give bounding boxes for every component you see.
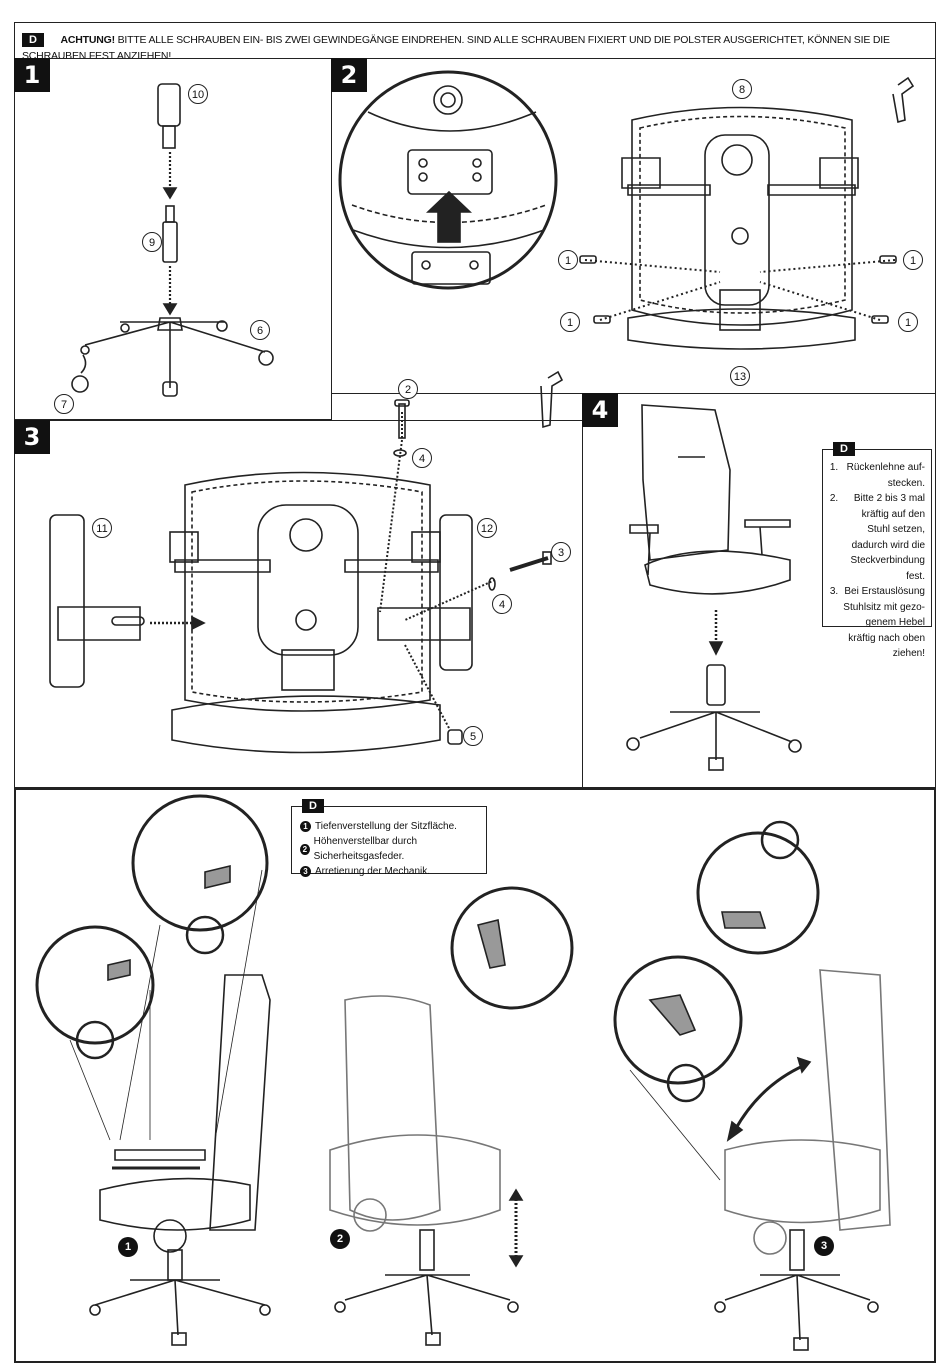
part-1-a: 1 — [558, 250, 578, 270]
step-1-number: 1 — [14, 58, 50, 92]
part-7: 7 — [54, 394, 74, 414]
function-3-item: 3 Arretierung der Mechanik. — [300, 864, 486, 879]
part-10: 10 — [188, 84, 208, 104]
part-8: 8 — [732, 79, 752, 99]
part-2: 2 — [398, 379, 418, 399]
function-2-text: Höhenverstellbar durch Sicherheitsgasfed… — [313, 836, 418, 862]
function-3-bullet: 3 — [300, 866, 311, 877]
step-4-illustration — [626, 404, 802, 771]
part-9: 9 — [142, 232, 162, 252]
step-2-number: 2 — [331, 58, 367, 92]
part-11: 11 — [92, 518, 112, 538]
function-2-bullet: 2 — [300, 843, 310, 855]
part-1-c: 1 — [560, 312, 580, 332]
part-1-b: 1 — [903, 250, 923, 270]
function-2-marker: 2 — [330, 1229, 350, 1249]
part-4-a: 4 — [412, 448, 432, 468]
part-3: 3 — [551, 542, 571, 562]
step-4-number: 4 — [582, 393, 618, 427]
instruction-3: Bei Erstauslösung Stuhlsitz mit gezo-gen… — [841, 584, 931, 662]
function-3-text: Arretierung der Mechanik. — [315, 866, 431, 877]
part-4-b: 4 — [492, 594, 512, 614]
function-illustrations — [35, 794, 891, 1351]
instruction-1: Rückenlehne auf-stecken. — [841, 460, 931, 491]
part-6: 6 — [250, 320, 270, 340]
step-2-illustration — [338, 70, 915, 350]
function-1-item: 1 Tiefenverstellung der Sitzfläche. — [300, 819, 486, 834]
function-3-marker: 3 — [814, 1236, 834, 1256]
part-5: 5 — [463, 726, 483, 746]
language-tag: D — [833, 442, 855, 456]
warning-label: ACHTUNG! — [60, 34, 115, 46]
function-1-marker: 1 — [118, 1237, 138, 1257]
function-1-text: Tiefenverstellung der Sitzfläche. — [315, 821, 457, 832]
function-1-bullet: 1 — [300, 821, 311, 832]
part-13: 13 — [730, 366, 750, 386]
step-1-illustration — [71, 83, 274, 397]
instruction-2: Bitte 2 bis 3 mal kräftig auf den Stuhl … — [841, 491, 931, 584]
step-3-number: 3 — [14, 420, 50, 454]
part-1-d: 1 — [898, 312, 918, 332]
language-tag: D — [302, 799, 324, 813]
warning-header: D ACHTUNG! BITTE ALLE SCHRAUBEN EIN- BIS… — [22, 32, 922, 62]
step-3-illustration — [49, 370, 564, 754]
functions-panel — [14, 788, 936, 1363]
step-4-instructions: D Rückenlehne auf-stecken. Bitte 2 bis 3… — [822, 442, 932, 659]
warning-text: BITTE ALLE SCHRAUBEN EIN- BIS ZWEI GEWIN… — [22, 34, 890, 62]
part-12: 12 — [477, 518, 497, 538]
step-4-panel — [582, 393, 936, 788]
language-tag: D — [22, 33, 44, 48]
